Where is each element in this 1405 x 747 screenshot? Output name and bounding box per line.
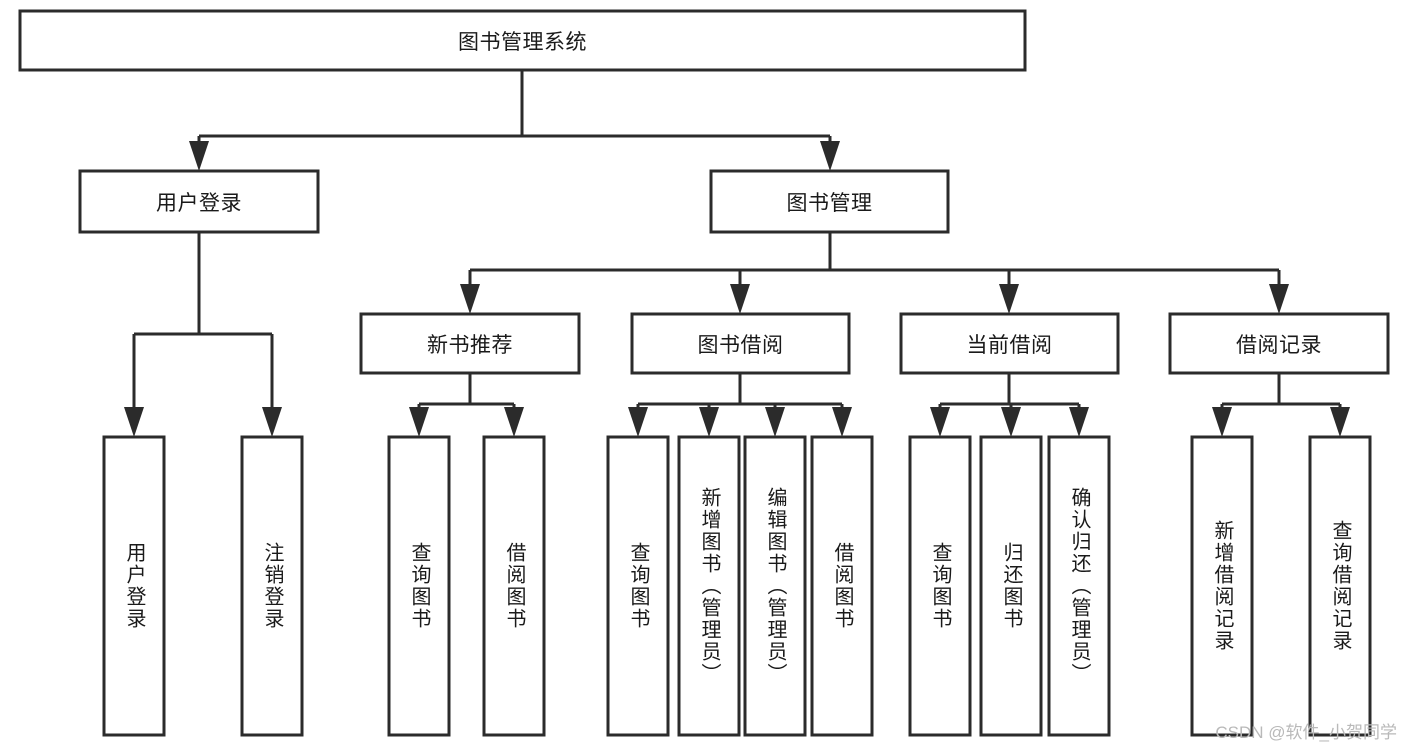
node-box-leaf_1[interactable] bbox=[240, 435, 304, 737]
arrow-to-leaf-8 bbox=[930, 407, 950, 437]
node-box-leaf_5[interactable] bbox=[677, 435, 741, 737]
node-box-leaf_10[interactable] bbox=[1047, 435, 1111, 737]
node-box-leaf_11[interactable] bbox=[1190, 435, 1254, 737]
node-box-l2_2[interactable] bbox=[899, 312, 1120, 375]
root-bus bbox=[199, 70, 830, 138]
node-box-leaf_3[interactable] bbox=[482, 435, 546, 737]
node-box-l2_0[interactable] bbox=[359, 312, 581, 375]
arrow-to-leaf-2 bbox=[409, 407, 429, 437]
borrow-bus bbox=[638, 373, 842, 406]
current-borrow-bus bbox=[940, 373, 1079, 406]
arrow-to-book-borrow bbox=[730, 284, 750, 314]
book-manage-bus bbox=[470, 232, 1279, 272]
borrow-record-bus bbox=[1222, 373, 1340, 406]
arrow-to-leaf-9 bbox=[1001, 407, 1021, 437]
node-box-l1_1[interactable] bbox=[709, 169, 950, 234]
node-box-l2_3[interactable] bbox=[1168, 312, 1390, 375]
arrow-to-leaf-0 bbox=[124, 407, 144, 437]
node-box-root[interactable] bbox=[18, 9, 1027, 72]
arrow-to-leaf-4 bbox=[628, 407, 648, 437]
arrow-to-user-login bbox=[189, 141, 209, 171]
arrow-to-leaf-3 bbox=[504, 407, 524, 437]
arrow-head-layer bbox=[124, 141, 1350, 437]
node-box-leaf_9[interactable] bbox=[979, 435, 1043, 737]
node-box-l2_1[interactable] bbox=[630, 312, 851, 375]
arrow-to-borrow-record bbox=[1269, 284, 1289, 314]
arrow-to-leaf-11 bbox=[1212, 407, 1232, 437]
arrow-to-new-book bbox=[460, 284, 480, 314]
user-login-bus bbox=[134, 232, 272, 336]
arrow-to-leaf-12 bbox=[1330, 407, 1350, 437]
arrow-to-leaf-1 bbox=[262, 407, 282, 437]
arrow-to-leaf-10 bbox=[1069, 407, 1089, 437]
node-box-leaf_6[interactable] bbox=[743, 435, 807, 737]
node-box-layer bbox=[18, 9, 1390, 737]
node-box-l1_0[interactable] bbox=[78, 169, 320, 234]
node-box-leaf_2[interactable] bbox=[387, 435, 451, 737]
arrow-to-leaf-7 bbox=[832, 407, 852, 437]
arrow-to-book-manage bbox=[820, 141, 840, 171]
arrow-to-current-borrow bbox=[999, 284, 1019, 314]
node-box-leaf_7[interactable] bbox=[810, 435, 874, 737]
node-box-leaf_4[interactable] bbox=[606, 435, 670, 737]
node-box-leaf_8[interactable] bbox=[908, 435, 972, 737]
node-box-leaf_12[interactable] bbox=[1308, 435, 1372, 737]
arrow-to-leaf-5 bbox=[699, 407, 719, 437]
arrow-to-leaf-6 bbox=[765, 407, 785, 437]
node-box-leaf_0[interactable] bbox=[102, 435, 166, 737]
new-book-bus bbox=[419, 373, 514, 406]
